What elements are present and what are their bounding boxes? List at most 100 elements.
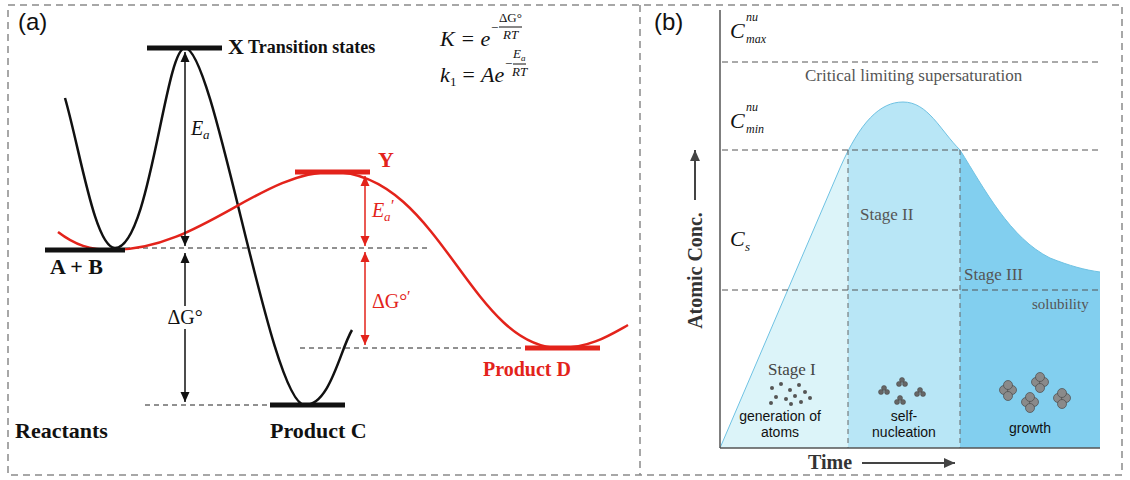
x-axis [720, 447, 1100, 449]
equation-text: 1 [450, 75, 457, 90]
particle-atom [1026, 404, 1035, 413]
particle-atom [1058, 400, 1067, 409]
state-label: X [228, 34, 244, 59]
equation-text: K = e [440, 26, 490, 51]
energy-arrow [364, 252, 366, 345]
axis-title: Time [808, 451, 852, 474]
nucleus-atom [918, 388, 923, 393]
energy-level-bar [147, 46, 222, 51]
energy-label: a [384, 210, 391, 225]
energy-label: E [191, 117, 203, 140]
equation-text: = Ae [461, 62, 504, 87]
particle-atom [1004, 381, 1013, 390]
energy-label: ′ [407, 288, 411, 306]
nuclei-clusters [879, 378, 926, 405]
state-label: Y [378, 147, 394, 172]
level-note: solubility [1032, 296, 1089, 313]
particle-atom [1026, 393, 1035, 402]
growth-clusters [1000, 373, 1071, 413]
atom-dot [789, 402, 793, 406]
particle-atom [1036, 373, 1045, 382]
atom-dot [779, 382, 783, 386]
level-note: Critical limiting supersaturation [805, 66, 1022, 86]
equation-text: E [513, 47, 521, 62]
stage-fill [848, 90, 960, 450]
stage-label: Stage II [860, 205, 913, 225]
species-label: A + B [50, 254, 103, 279]
atom-dot [799, 400, 803, 404]
concentration-curve [720, 102, 1100, 448]
level-dashed-line [722, 290, 1100, 291]
species-label: Reactants [15, 418, 108, 443]
atom-dot [803, 390, 807, 394]
panel-letter: (b) [654, 8, 683, 36]
stage-caption: self-nucleation [863, 408, 945, 440]
atom-dot [797, 383, 801, 387]
stage-label: Stage III [964, 265, 1023, 285]
atom-dots [769, 382, 812, 406]
panel-frame [8, 5, 1122, 475]
heading-label: Transition states [248, 37, 375, 58]
atom-dot [793, 394, 797, 398]
atom-dot [769, 401, 773, 405]
nucleus-atom [882, 386, 887, 391]
level-symbol: nu [746, 11, 758, 25]
atom-dot [770, 386, 774, 390]
particle-atom [1004, 392, 1013, 401]
energy-level-bar [45, 248, 125, 253]
level-symbol: nu [746, 101, 758, 115]
species-label: Product D [483, 358, 571, 381]
y-axis [719, 10, 721, 448]
stage-divider [848, 150, 849, 448]
level-symbol: C [730, 226, 745, 251]
reference-dashed-line [145, 405, 270, 406]
axis-arrow [862, 462, 955, 464]
atom-dot [808, 396, 812, 400]
energy-level-bar [295, 170, 370, 175]
panel-letter: (a) [18, 8, 47, 36]
axis-arrow [694, 150, 696, 200]
atom-dot [774, 395, 778, 399]
equation-text: − [491, 21, 498, 36]
level-dashed-line [722, 150, 1100, 151]
energy-curve-red [58, 172, 628, 348]
stage-divider [960, 150, 961, 448]
reference-dashed-line [125, 248, 430, 249]
level-symbol: min [746, 123, 764, 137]
nucleus-atom [900, 378, 905, 383]
energy-level-bar [525, 346, 600, 351]
panel-divider [639, 5, 641, 475]
level-symbol: s [745, 240, 750, 255]
energy-curve-black [65, 48, 352, 405]
particle-atom [1058, 389, 1067, 398]
equation-text: a [521, 53, 526, 63]
stage-fill [720, 90, 848, 450]
level-symbol: C [730, 18, 745, 43]
stage-fills [720, 90, 1102, 450]
atom-dot [788, 388, 792, 392]
energy-label: ΔG° [372, 290, 407, 313]
energy-label: a [203, 128, 210, 143]
energy-label: E [372, 199, 384, 222]
energy-label: ΔG° [166, 306, 205, 329]
equation-text: − [505, 57, 512, 72]
axis-title: Atomic Conc. [683, 212, 706, 329]
reference-dashed-line [300, 348, 525, 349]
stage-fill [960, 90, 1102, 450]
equation-text: RT [512, 65, 527, 80]
stage-caption: growth [1009, 420, 1051, 436]
energy-arrow [184, 52, 186, 246]
equation-text: ΔG° [499, 11, 522, 26]
species-label: Product C [270, 418, 367, 443]
level-dashed-line [722, 62, 1100, 63]
energy-arrow [364, 176, 366, 246]
level-symbol: C [730, 108, 745, 133]
stage-caption: generation of atoms [738, 408, 822, 440]
equation-text: k [440, 62, 450, 87]
energy-label: ′ [391, 197, 395, 215]
nucleus-atom [898, 396, 903, 401]
stage-label: Stage I [768, 360, 816, 380]
atom-dot [784, 397, 788, 401]
level-symbol: max [746, 33, 766, 47]
